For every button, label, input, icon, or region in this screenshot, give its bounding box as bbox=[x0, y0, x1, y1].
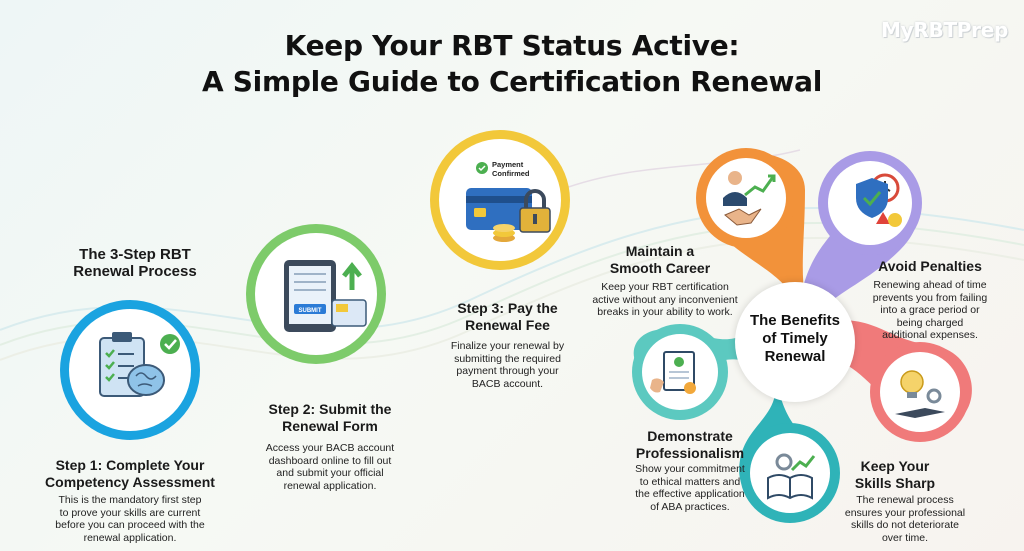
step-1-line: to prove your skills are current bbox=[59, 506, 201, 519]
title-line-1: Keep Your RBT Status Active: bbox=[284, 29, 740, 62]
step-1-badge bbox=[60, 300, 200, 440]
benefit-professionalism-line: to ethical matters and bbox=[639, 475, 741, 488]
handshake-growth-icon bbox=[723, 171, 776, 226]
benefit-skills-line: The renewal process bbox=[856, 494, 954, 506]
benefit-skills-line: over time. bbox=[881, 531, 929, 544]
benefit-penalties-line: into a grace period or bbox=[880, 304, 980, 316]
benefit-career-line: active without any inconvenient bbox=[592, 293, 738, 306]
step-1-title-line-2: Competency Assessment bbox=[45, 474, 215, 490]
benefit-skills-title-line-1: Keep Your bbox=[860, 458, 930, 474]
step-2-line: Access your BACB account bbox=[265, 442, 395, 454]
title-line-2: A Simple Guide to Certification Renewal bbox=[201, 65, 823, 98]
step-2-line: renewal application. bbox=[283, 479, 377, 492]
step-2-badge: SUBMIT bbox=[246, 224, 386, 364]
benefit-professionalism-description: Show your commitment to ethical matters … bbox=[615, 463, 765, 513]
benefit-professionalism-line: Show your commitment bbox=[635, 463, 745, 475]
step-2-line: dashboard online to fill out bbox=[268, 454, 392, 467]
benefit-penalties-line: Renewing ahead of time bbox=[873, 279, 987, 291]
benefit-skills-line: ensures your professional bbox=[844, 506, 966, 519]
step-1-line: renewal application. bbox=[83, 531, 177, 544]
benefit-skills-title-line-2: Skills Sharp bbox=[854, 475, 936, 491]
step-2-title-line-1: Step 2: Submit the bbox=[268, 401, 392, 417]
clipboard-brain-icon bbox=[99, 332, 180, 397]
benefits-center-title: The Benefits of Timely Renewal bbox=[735, 312, 855, 366]
benefit-career-title-line-1: Maintain a bbox=[625, 243, 695, 259]
benefit-penalties-line: additional expenses. bbox=[882, 329, 978, 341]
step-1-title: Step 1: Complete Your Competency Assessm… bbox=[20, 457, 240, 491]
step-3-description: Finalize your renewal by submitting the … bbox=[430, 340, 585, 390]
submit-label: SUBMIT bbox=[299, 308, 322, 314]
benefit-penalties-title: Avoid Penalties bbox=[878, 258, 982, 274]
step-1-title-line-1: Step 1: Complete Your bbox=[55, 457, 205, 473]
benefit-penalties-line: prevents you from failing bbox=[872, 291, 988, 304]
benefit-skills-line: skills do not deteriorate bbox=[851, 519, 959, 531]
payment-badge-line-1: Payment bbox=[492, 160, 524, 169]
benefit-penalties-line: being charged bbox=[896, 316, 964, 329]
step-3-title: Step 3: Pay the Renewal Fee bbox=[430, 300, 585, 334]
step-3-title-line-1: Step 3: Pay the bbox=[457, 300, 558, 316]
step-1-line: before you can proceed with the bbox=[55, 519, 205, 531]
process-heading-line-1: The 3-Step RBT bbox=[79, 246, 191, 263]
book-gear-chart-icon bbox=[767, 453, 816, 500]
step-3-line: Finalize your renewal by bbox=[450, 340, 565, 352]
benefit-professionalism-title: Demonstrate Professionalism bbox=[615, 428, 765, 462]
benefits-center-line-2: of Timely bbox=[762, 330, 828, 347]
step-2-title-line-2: Renewal Form bbox=[282, 418, 378, 434]
benefits-center-line-3: Renewal bbox=[764, 348, 826, 365]
benefit-professionalism-title-line-2: Professionalism bbox=[635, 445, 745, 461]
step-3-title-line-2: Renewal Fee bbox=[465, 317, 550, 333]
benefit-professionalism-line: of ABA practices. bbox=[650, 500, 730, 513]
credit-card-lock-icon: Payment Confirmed bbox=[466, 160, 551, 242]
lightbulb-gear-icon bbox=[895, 370, 945, 418]
benefit-career-line: Keep your RBT certification bbox=[601, 281, 729, 293]
step-3-line: submitting the required bbox=[454, 352, 561, 365]
benefits-center bbox=[735, 282, 855, 402]
benefit-penalties-description: Renewing ahead of time prevents you from… bbox=[865, 279, 995, 342]
benefit-career-title-line-2: Smooth Career bbox=[609, 260, 711, 276]
step-2-description: Access your BACB account dashboard onlin… bbox=[250, 442, 410, 492]
benefit-professionalism-title-line-1: Demonstrate bbox=[647, 428, 733, 444]
benefit-career-title: Maintain a Smooth Career bbox=[585, 243, 735, 277]
benefits-center-line-1: The Benefits bbox=[749, 312, 840, 329]
step-3-line: payment through your bbox=[456, 365, 559, 377]
benefit-skills-description: The renewal process ensures your profess… bbox=[835, 494, 975, 544]
tablet-form-icon: SUBMIT bbox=[284, 260, 367, 332]
step-1-description: This is the mandatory first step to prov… bbox=[30, 494, 230, 544]
brand-logo: MyRBTPrep bbox=[881, 18, 1008, 42]
benefit-skills-title: Keep Your Skills Sharp bbox=[840, 458, 950, 492]
benefit-career-line: breaks in your ability to work. bbox=[597, 306, 733, 318]
payment-badge-line-2: Confirmed bbox=[492, 169, 530, 178]
step-2-line: and submit your official bbox=[276, 467, 384, 479]
benefit-career-description: Keep your RBT certification active witho… bbox=[585, 281, 745, 319]
step-2-title: Step 2: Submit the Renewal Form bbox=[250, 401, 410, 435]
process-heading-line-2: Renewal Process bbox=[73, 263, 197, 280]
page-title: Keep Your RBT Status Active: A Simple Gu… bbox=[0, 28, 1024, 100]
shield-clock-icon bbox=[856, 173, 902, 227]
certificate-icon bbox=[650, 351, 696, 394]
process-heading: The 3-Step RBT Renewal Process bbox=[40, 246, 230, 280]
step-3-line: BACB account. bbox=[471, 377, 544, 390]
step-1-line: This is the mandatory first step bbox=[58, 494, 202, 506]
benefit-professionalism-line: the effective application bbox=[635, 488, 745, 500]
step-3-badge: Payment Confirmed bbox=[430, 130, 570, 270]
